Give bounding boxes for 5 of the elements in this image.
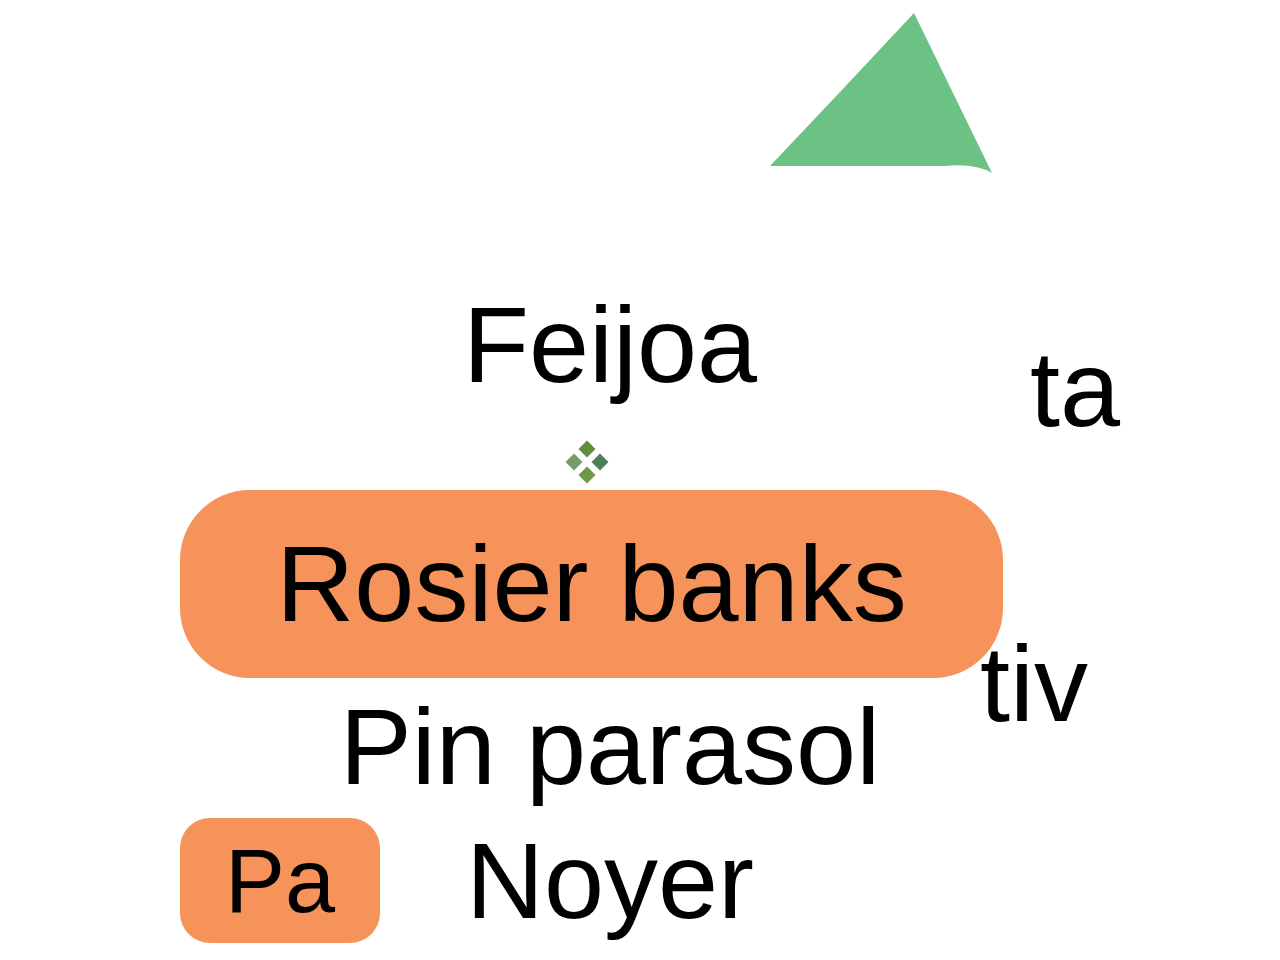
tree-symbol: [770, 13, 992, 173]
plant-label-box: Pa: [180, 818, 380, 943]
plant-label: Feijoa: [400, 280, 820, 410]
plant-name-fragment: ta: [1030, 335, 1121, 443]
plant-label: Noyer: [400, 818, 820, 943]
